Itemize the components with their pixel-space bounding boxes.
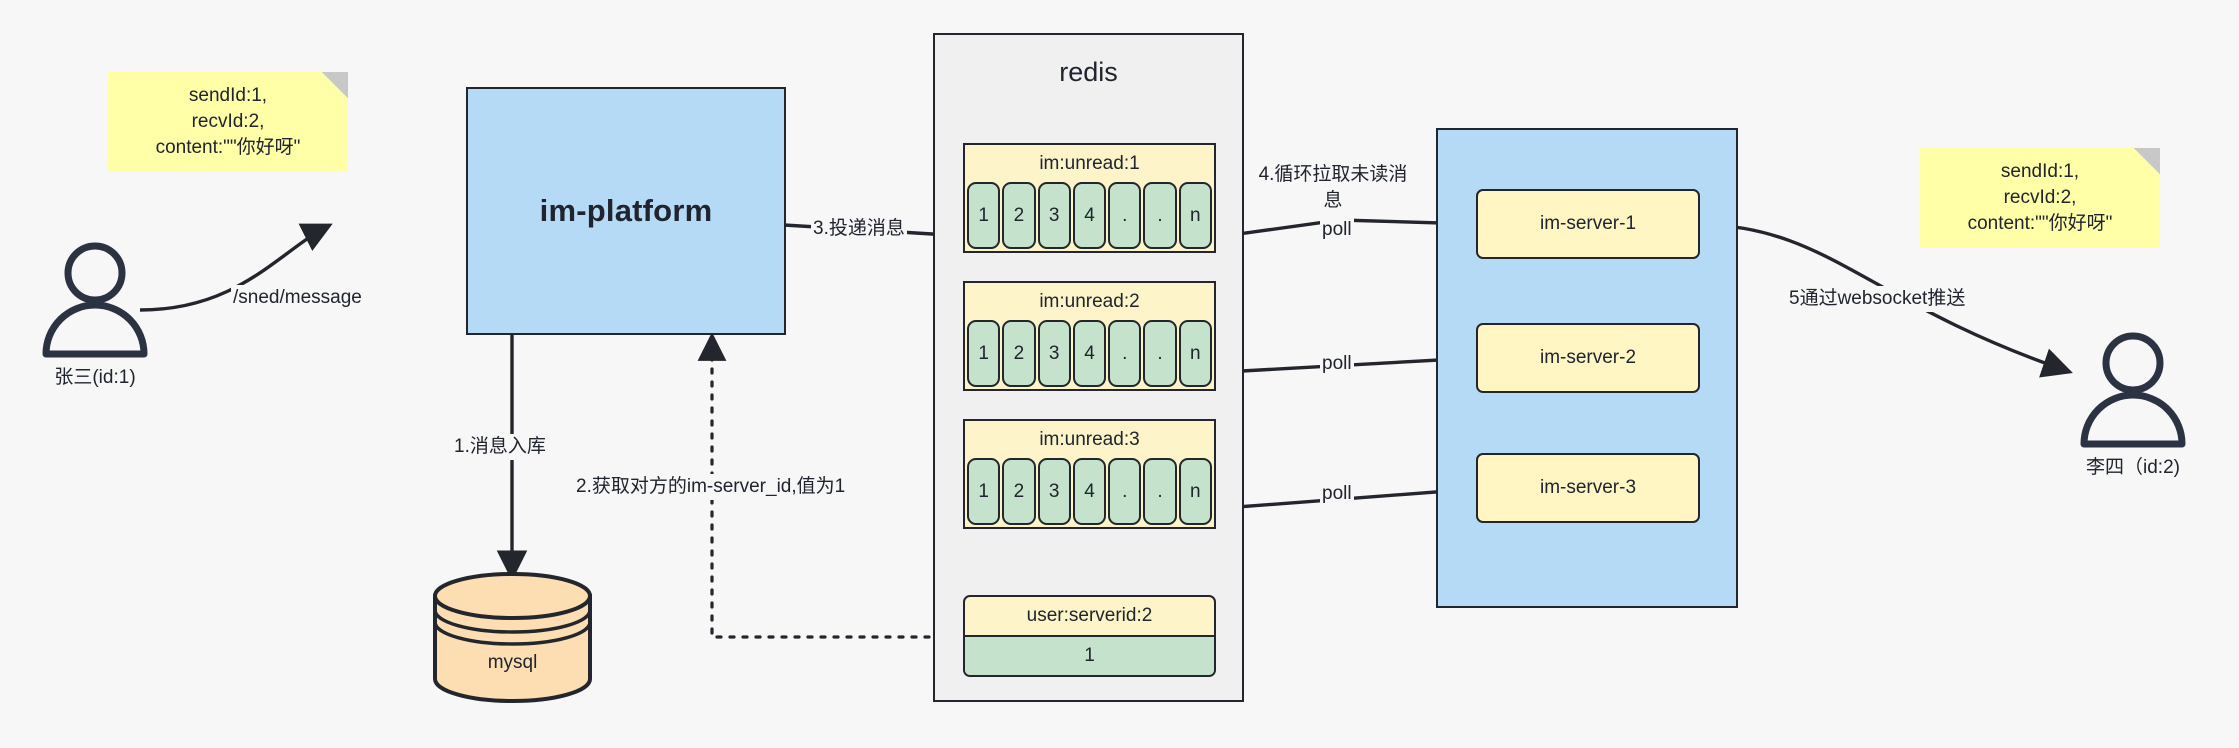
sticky-note-right: sendId:1, recvId:2, content:""你好呀" (1920, 148, 2160, 248)
edge-label-poll-2: poll (1320, 351, 1354, 377)
actor-sender-label: 张三(id:1) (54, 367, 136, 388)
actor-receiver-label: 李四（id:2) (2086, 457, 2180, 478)
redis-title: redis (1059, 57, 1118, 87)
redis-list-cells: 1 2 3 4 . . n (965, 182, 1214, 251)
redis-list-cells: 1 2 3 4 . . n (965, 458, 1214, 527)
sticky-note-left-text: sendId:1, recvId:2, content:""你好呀" (155, 85, 301, 158)
im-server-2-box[interactable]: im-server-2 (1476, 323, 1700, 393)
list-cell: . (1143, 182, 1177, 249)
list-cell: n (1178, 320, 1212, 387)
list-cell: . (1108, 320, 1142, 387)
redis-list-key: im:unread:2 (965, 283, 1214, 321)
mysql-label: mysql (488, 652, 538, 673)
edge-label-poll-1: poll (1320, 217, 1354, 243)
edge-label-step3: 3.投递消息 (811, 216, 907, 242)
person-icon (42, 242, 148, 358)
list-cell: 1 (967, 458, 1001, 525)
list-cell: 2 (1002, 182, 1036, 249)
actor-receiver[interactable]: 李四（id:2) (2068, 330, 2198, 480)
database-cylinder-icon: mysql (433, 572, 592, 703)
im-server-1-box[interactable]: im-server-1 (1476, 189, 1700, 259)
mysql-database[interactable]: mysql (430, 570, 595, 705)
list-cell: 3 (1037, 182, 1071, 249)
redis-list-im-unread-2[interactable]: im:unread:2 1 2 3 4 . . n (963, 281, 1216, 391)
list-cell: n (1178, 182, 1212, 249)
list-cell: 2 (1002, 320, 1036, 387)
list-cell: 4 (1072, 458, 1107, 525)
sticky-note-left: sendId:1, recvId:2, content:""你好呀" (108, 72, 348, 172)
sticky-fold-icon (2134, 148, 2160, 174)
redis-list-key: im:unread:3 (965, 421, 1214, 459)
redis-list-im-unread-1[interactable]: im:unread:1 1 2 3 4 . . n (963, 143, 1216, 253)
edge-label-step1: 1.消息入库 (452, 434, 548, 460)
redis-list-im-unread-3[interactable]: im:unread:3 1 2 3 4 . . n (963, 419, 1216, 529)
list-cell: n (1178, 458, 1212, 525)
list-cell: 3 (1037, 458, 1071, 525)
im-platform-box[interactable]: im-platform (466, 87, 786, 335)
im-server-3-label: im-server-3 (1539, 477, 1637, 498)
list-cell: 3 (1037, 320, 1071, 387)
redis-kv-value: 1 (965, 635, 1214, 675)
list-cell: 2 (1002, 458, 1036, 525)
redis-list-cells: 1 2 3 4 . . n (965, 320, 1214, 389)
list-cell: 1 (967, 182, 1001, 249)
edge-label-send-message: /sned/message (231, 285, 364, 311)
list-cell: . (1108, 458, 1142, 525)
edge-label-step4: 4.循环拉取未读消 息 (1255, 162, 1411, 214)
list-cell: 4 (1072, 182, 1107, 249)
redis-list-key: im:unread:1 (965, 145, 1214, 183)
list-cell: 4 (1072, 320, 1107, 387)
sticky-fold-icon (322, 72, 348, 98)
sticky-note-right-text: sendId:1, recvId:2, content:""你好呀" (1967, 161, 2113, 234)
im-server-3-box[interactable]: im-server-3 (1476, 453, 1700, 523)
list-cell: . (1143, 458, 1177, 525)
person-icon (2080, 332, 2186, 448)
im-platform-label: im-platform (539, 193, 713, 228)
list-cell: . (1143, 320, 1177, 387)
im-server-2-label: im-server-2 (1539, 347, 1637, 368)
redis-kv-user-serverid[interactable]: user:serverid:2 1 (963, 595, 1216, 677)
im-server-1-label: im-server-1 (1539, 213, 1637, 234)
list-cell: . (1108, 182, 1142, 249)
edge-label-step5: 5通过websocket推送 (1787, 286, 1968, 312)
redis-kv-key: user:serverid:2 (1026, 605, 1153, 626)
edge-label-step2: 2.获取对方的im-server_id,值为1 (574, 474, 848, 500)
actor-sender[interactable]: 张三(id:1) (30, 240, 160, 390)
list-cell: 1 (967, 320, 1001, 387)
edge-label-poll-3: poll (1320, 481, 1354, 507)
